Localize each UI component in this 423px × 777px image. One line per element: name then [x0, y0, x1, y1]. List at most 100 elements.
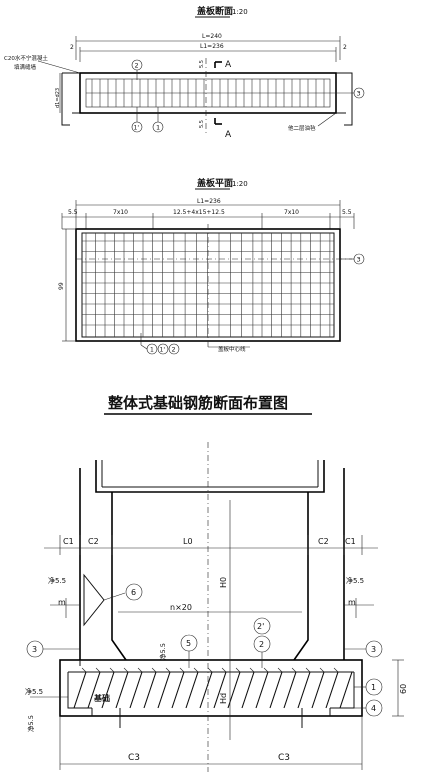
- section-dim-left: 2: [70, 44, 74, 51]
- foundation-rebar-tick: [249, 667, 255, 673]
- label-m-right: m: [348, 598, 356, 607]
- callout-1: 1: [371, 683, 376, 692]
- section-callout-2: 2: [135, 62, 139, 70]
- label-C1-left: C1: [63, 537, 74, 546]
- section-dim-top-small: 5.5: [199, 60, 205, 68]
- plan-dim-seg-left: 7x10: [113, 209, 128, 216]
- label-base: 基础: [93, 693, 110, 703]
- callout-4: 4: [371, 704, 376, 713]
- foundation-rebar-tick: [151, 667, 157, 673]
- section-rebar-dots: [91, 79, 325, 107]
- section-dim-right: 2: [343, 44, 347, 51]
- plan-dim-height: 99: [58, 282, 65, 290]
- section-cut-mark-top: A: [225, 60, 232, 70]
- foundation-rebar-tick: [235, 667, 241, 673]
- label-jing-top: 净5.5: [158, 643, 167, 660]
- section-callout-1p: 1': [134, 125, 140, 132]
- plan-callout-3: 3: [357, 256, 361, 264]
- label-jing-right: 净5.5: [346, 576, 364, 585]
- label-H0: H0: [219, 577, 228, 588]
- foundation-rebar-tick: [333, 667, 339, 673]
- plan-dim-seg-right: 7x10: [284, 209, 299, 216]
- foundation-rebar-tick: [319, 667, 325, 673]
- foundation-rebar-tick: [305, 667, 311, 673]
- label-C2-left: C2: [88, 537, 99, 546]
- foundation-rebar-tick: [123, 667, 129, 673]
- section-dim-bottom-small: 5.5: [199, 120, 205, 128]
- section-height-label: d1=d23: [55, 88, 61, 108]
- foundation-rebar-tick: [263, 667, 269, 673]
- plan-dim-edge-right: 5.5: [342, 209, 352, 216]
- plan-view: 盖板平面 1:20 L1=236 5.5 5.5 7x10 12.5+4x15+…: [58, 177, 365, 355]
- foundation-rebar-diagonal: [241, 671, 255, 709]
- foundation-rebar-diagonal: [101, 671, 115, 709]
- label-m-left: m: [58, 598, 66, 607]
- foundation-rebar-diagonal: [297, 671, 311, 709]
- plan-title: 盖板平面: [197, 177, 233, 189]
- label-C3-left: C3: [128, 753, 140, 763]
- foundation-rebar-tick: [109, 667, 115, 673]
- plan-dim-edge-left: 5.5: [68, 209, 78, 216]
- label-jing-vertical: 净5.5: [26, 715, 35, 732]
- section-note-right: 他二层油毡: [288, 124, 316, 132]
- foundation-title: 整体式基础钢筋断面布置图: [108, 394, 288, 412]
- label-L0: L0: [183, 537, 193, 546]
- section-note-left-1: C20水不宁混凝土: [4, 54, 48, 62]
- callout-3-left: 3: [32, 645, 37, 654]
- section-cut-mark-bottom: A: [225, 130, 232, 140]
- section-callout-3: 3: [357, 90, 361, 98]
- section-scale: 1:20: [232, 8, 248, 16]
- foundation-rebar-tick: [179, 667, 185, 673]
- foundation-rebar-tick: [193, 667, 199, 673]
- foundation-rebar-tick: [207, 667, 213, 673]
- foundation-rebar-diagonal: [325, 671, 339, 709]
- plan-dim-seg-mid: 12.5+4x15+12.5: [173, 209, 225, 216]
- callout-2: 2: [259, 640, 264, 649]
- foundation-rebar-tick: [277, 667, 283, 673]
- section-callout-1: 1: [156, 124, 160, 132]
- foundation-rebar-diagonal: [129, 671, 143, 709]
- foundation-rebar-diagonal: [269, 671, 283, 709]
- foundation-rebar-tick: [165, 667, 171, 673]
- foundation-rebar-tick: [137, 667, 143, 673]
- foundation-stirrups: [81, 667, 339, 673]
- section-note-left-2: 填满缝墙: [14, 63, 37, 71]
- label-nx20: n×20: [170, 603, 192, 612]
- plan-note-centerline: 盖板中心线: [218, 345, 246, 353]
- section-dim-L1: L1=236: [200, 43, 224, 50]
- plan-dim-L1: L1=236: [197, 198, 221, 205]
- foundation-rebar-diagonal: [255, 671, 269, 709]
- label-C1-right: C1: [345, 537, 356, 546]
- section-title: 盖板断面: [197, 5, 233, 17]
- foundation-rebar-tick: [291, 667, 297, 673]
- foundation-rebar-diagonal: [311, 671, 325, 709]
- foundation-rebar-tick: [81, 667, 87, 673]
- callout-6: 6: [131, 588, 136, 597]
- label-jing-bottom-left: 净5.5: [25, 687, 43, 696]
- callout-3-right: 3: [371, 645, 376, 654]
- callout-5: 5: [186, 639, 191, 648]
- section-dim-L: L=240: [202, 33, 222, 40]
- plan-callout-1p: 1': [160, 347, 166, 354]
- foundation-rebar-diagonal: [115, 671, 129, 709]
- foundation-rebar-diagonal: [143, 671, 157, 709]
- foundation-view: 整体式基础钢筋断面布置图 C1 C2 L0 C2 C1: [25, 394, 408, 772]
- label-Hd: Hd: [219, 693, 228, 704]
- foundation-rebar-diagonal: [199, 671, 213, 709]
- plan-callout-1: 1: [150, 347, 154, 354]
- foundation-rebar-diagonal: [185, 671, 199, 709]
- label-60: 60: [399, 684, 408, 694]
- foundation-rebar-tick: [221, 667, 227, 673]
- foundation-rebar-diagonal: [87, 671, 101, 709]
- foundation-rebar-diagonal: [213, 671, 227, 709]
- foundation-rebar-tick: [95, 667, 101, 673]
- foundation-rebar-diagonal: [157, 671, 171, 709]
- foundation-hatch: [73, 671, 353, 709]
- foundation-rebar-diagonal: [339, 671, 353, 709]
- foundation-rebar-diagonal: [73, 671, 87, 709]
- label-C2-right: C2: [318, 537, 329, 546]
- section-view: 盖板断面 1:20 L=240 L1=236 2 2 C20水不宁混凝土 填满缝…: [4, 5, 365, 140]
- label-jing-left: 净5.5: [48, 576, 66, 585]
- plan-scale: 1:20: [232, 180, 248, 188]
